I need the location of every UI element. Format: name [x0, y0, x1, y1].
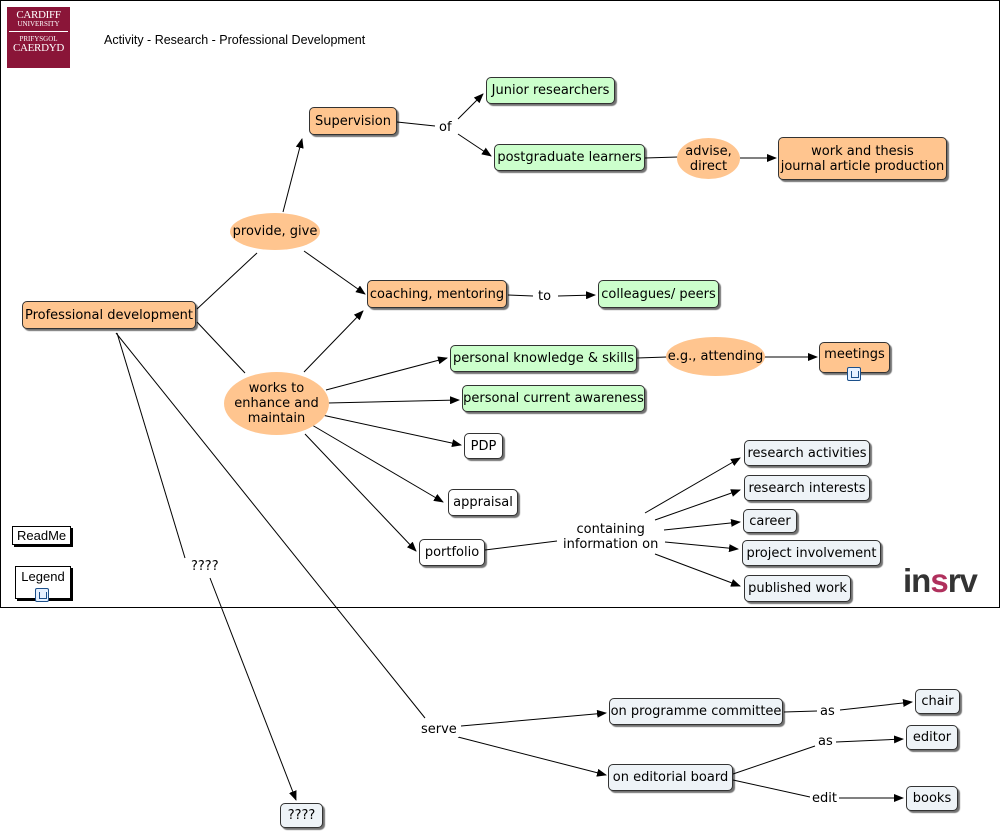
node-professional-development[interactable]: Professional development — [22, 301, 196, 329]
edge — [835, 735, 904, 744]
link-eg-attending[interactable]: e.g., attending — [666, 337, 765, 376]
edge — [457, 93, 484, 120]
edge — [209, 577, 297, 801]
node-published-work[interactable]: published work — [744, 575, 851, 602]
node-portfolio[interactable]: portfolio — [419, 539, 485, 566]
insrv-logo: insrv — [903, 562, 978, 599]
edge — [327, 396, 460, 405]
page-title: Activity - Research - Professional Devel… — [104, 33, 366, 47]
edge — [732, 745, 816, 775]
readme-button[interactable]: ReadMe — [12, 526, 72, 545]
link-works-to-enhance-maintain[interactable]: works to enhance and maintain — [224, 372, 329, 435]
edge — [783, 710, 818, 713]
edge — [654, 553, 741, 587]
node-books[interactable]: books — [906, 786, 958, 811]
node-supervision[interactable]: Supervision — [309, 107, 397, 135]
node-chair[interactable]: chair — [915, 689, 960, 714]
link-as-chair[interactable]: as — [818, 704, 837, 719]
node-career[interactable]: career — [743, 509, 797, 533]
node-work-thesis-production[interactable]: work and thesis journal article producti… — [778, 137, 947, 180]
edge — [664, 541, 739, 553]
node-appraisal[interactable]: appraisal — [448, 489, 518, 516]
edge — [507, 294, 534, 297]
submap-icon[interactable] — [847, 367, 861, 381]
edge — [484, 540, 558, 551]
edge — [282, 138, 304, 213]
link-of[interactable]: of — [437, 120, 454, 135]
node-coaching-mentoring[interactable]: coaching, mentoring — [367, 280, 507, 308]
link-as-editor[interactable]: as — [816, 734, 835, 749]
edge — [311, 424, 444, 503]
edge — [732, 779, 811, 798]
node-colleagues-peers[interactable]: colleagues/ peers — [598, 280, 719, 308]
map-canvas-frame — [0, 0, 1000, 608]
node-personal-current-awareness[interactable]: personal current awareness — [462, 385, 645, 412]
legend-button[interactable]: Legend — [15, 566, 71, 599]
edge — [304, 433, 417, 552]
edge — [303, 310, 364, 373]
node-project-involvement[interactable]: project involvement — [742, 540, 881, 566]
node-research-activities[interactable]: research activities — [744, 440, 870, 466]
edge — [460, 709, 607, 727]
node-personal-knowledge-skills[interactable]: personal knowledge & skills — [450, 345, 637, 372]
link-provide-give[interactable]: provide, give — [230, 213, 320, 250]
node-unknown[interactable]: ???? — [280, 803, 323, 828]
legend-submap-icon[interactable] — [35, 588, 49, 602]
node-junior-researchers[interactable]: Junior researchers — [486, 77, 615, 104]
edge — [557, 291, 596, 300]
edge — [321, 414, 462, 448]
edge — [396, 121, 436, 127]
edge — [116, 332, 186, 559]
link-edit[interactable]: edit — [810, 791, 839, 806]
edge — [196, 321, 246, 374]
edge — [457, 736, 607, 777]
edge — [644, 457, 741, 514]
edge — [115, 332, 426, 719]
link-serve[interactable]: serve — [419, 722, 459, 737]
edge — [654, 489, 741, 521]
node-editorial-board[interactable]: on editorial board — [608, 764, 733, 791]
link-unknown[interactable]: ???? — [189, 559, 221, 574]
link-to[interactable]: to — [536, 289, 554, 304]
node-programme-committee[interactable]: on programme committee — [609, 698, 783, 725]
edge — [325, 356, 448, 391]
link-advise-direct[interactable]: advise, direct — [677, 138, 740, 179]
node-editor[interactable]: editor — [906, 725, 958, 750]
node-research-interests[interactable]: research interests — [744, 475, 870, 501]
edge — [663, 518, 741, 531]
edge — [196, 252, 258, 310]
link-containing-information-on[interactable]: containing information on — [561, 522, 661, 552]
edge — [644, 156, 679, 159]
edge — [636, 356, 668, 359]
cardiff-university-logo: CARDIFF UNIVERSITY PRIFYSGOL CAERDYD — [7, 7, 70, 68]
node-pdp[interactable]: PDP — [464, 433, 503, 459]
edge — [839, 699, 913, 711]
edge — [303, 250, 366, 295]
node-meetings-label: meetings — [824, 347, 885, 362]
node-postgraduate-learners[interactable]: postgraduate learners — [494, 144, 645, 171]
edge — [457, 133, 492, 157]
